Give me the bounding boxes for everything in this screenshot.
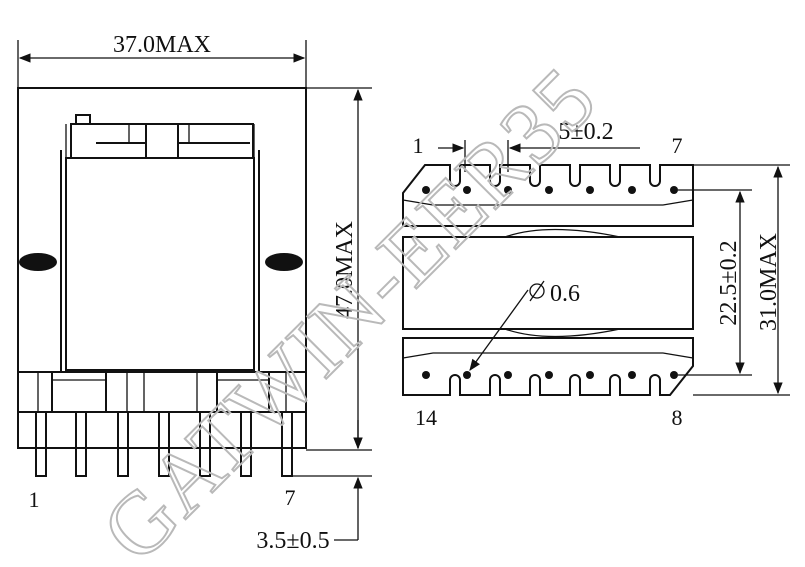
row-spacing-dimension: 22.5±0.2 xyxy=(716,240,742,325)
left-lug xyxy=(19,253,57,271)
height-dimension: 47.0MAX xyxy=(332,221,358,319)
diameter-icon xyxy=(529,280,545,302)
pin-label-bottom-left: 14 xyxy=(415,405,437,430)
side-pin-first-label: 1 xyxy=(29,487,40,512)
pin-label-top-left: 1 xyxy=(413,133,424,158)
pitch-dimension: 5±0.2 xyxy=(558,119,613,145)
hole-diameter-dimension: 0.6 xyxy=(550,281,580,307)
width-dimension: 37.0MAX xyxy=(113,32,211,58)
bottom-pin-holes xyxy=(422,371,678,379)
watermark-text: GATWIN-EER35 xyxy=(84,49,615,567)
pin-label-bottom-right: 8 xyxy=(672,405,683,430)
pin-label-top-right: 7 xyxy=(672,133,683,158)
top-pin-row xyxy=(402,164,694,227)
side-outline xyxy=(17,87,307,449)
top-pin-holes xyxy=(422,186,678,194)
right-lug xyxy=(265,253,303,271)
bottom-pin-row xyxy=(402,337,694,396)
side-pin-last-label: 7 xyxy=(285,485,296,510)
overall-dimension: 31.0MAX xyxy=(756,233,782,331)
core-window xyxy=(65,157,255,371)
core-body xyxy=(402,236,694,330)
pin-length-dimension: 3.5±0.5 xyxy=(256,528,329,554)
side-view: 37.0MAX 47.0MAX 3.5±0.5 1 7 xyxy=(17,32,372,554)
side-pins xyxy=(35,411,293,477)
bottom-view: 5±0.2 0.6 22.5±0.2 31.0MAX 1 7 14 8 xyxy=(402,119,790,430)
